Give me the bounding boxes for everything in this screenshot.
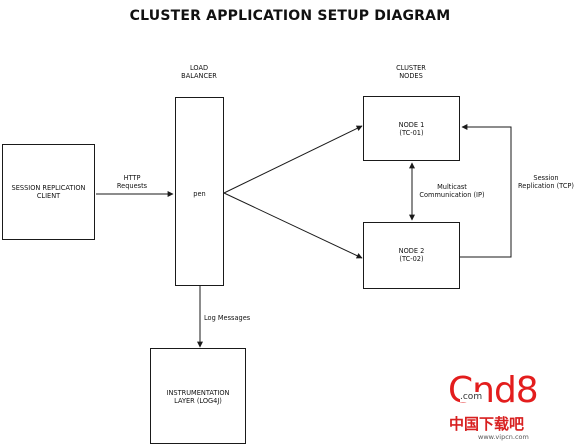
balancer-to-node2-arrow bbox=[223, 192, 363, 259]
load-balancer-heading: LOAD BALANCER bbox=[176, 64, 222, 80]
node-1-id: (TC-01) bbox=[399, 129, 424, 137]
log-messages-label: Log Messages bbox=[204, 314, 251, 322]
watermark-domain: .com bbox=[460, 392, 483, 402]
node-2-id: (TC-02) bbox=[399, 255, 424, 263]
client-box-line-2: CLIENT bbox=[36, 192, 61, 200]
balancer-to-node1-arrow bbox=[223, 125, 363, 194]
cluster-nodes-heading-line-2: NODES bbox=[399, 72, 423, 80]
multicast-label-line-1: Multicast bbox=[437, 183, 467, 191]
multicast-label: Multicast Communication (IP) bbox=[418, 183, 486, 199]
instrumentation-box-line-2: LAYER (LOG4J) bbox=[174, 397, 222, 405]
node-2-label: NODE 2 bbox=[398, 247, 425, 255]
node-1-box: NODE 1 (TC-01) bbox=[363, 96, 460, 161]
multicast-label-line-2: Communication (IP) bbox=[419, 191, 485, 199]
http-requests-label-line-2: Requests bbox=[116, 182, 148, 190]
session-replication-client-box: SESSION REPLICATION CLIENT bbox=[2, 144, 95, 240]
watermark-logo: Cnd8 bbox=[448, 370, 539, 411]
instrumentation-layer-box: INSTRUMENTATION LAYER (LOG4J) bbox=[150, 348, 246, 444]
http-requests-label: HTTP Requests bbox=[112, 174, 152, 190]
http-requests-label-line-1: HTTP bbox=[123, 174, 141, 182]
session-replication-label-line-1: Session bbox=[533, 174, 559, 182]
watermark-chinese-text: 中国下载吧 bbox=[449, 415, 525, 433]
pen-label: pen bbox=[193, 190, 206, 198]
cluster-nodes-heading: CLUSTER NODES bbox=[388, 64, 434, 80]
node-1-label: NODE 1 bbox=[398, 121, 425, 129]
cluster-nodes-heading-line-1: CLUSTER bbox=[396, 64, 426, 72]
load-balancer-box: pen bbox=[175, 97, 224, 286]
instrumentation-box-line-1: INSTRUMENTATION bbox=[166, 389, 230, 397]
node-2-box: NODE 2 (TC-02) bbox=[363, 222, 460, 289]
watermark-url: www.vipcn.com bbox=[478, 433, 529, 441]
session-replication-label-line-2: Replication (TCP) bbox=[518, 182, 574, 190]
load-balancer-heading-line-2: BALANCER bbox=[181, 72, 217, 80]
session-replication-path bbox=[460, 124, 512, 258]
session-replication-label: Session Replication (TCP) bbox=[514, 174, 578, 190]
load-balancer-heading-line-1: LOAD bbox=[189, 64, 209, 72]
client-box-line-1: SESSION REPLICATION bbox=[11, 184, 86, 192]
diagram-title: CLUSTER APPLICATION SETUP DIAGRAM bbox=[129, 8, 451, 24]
